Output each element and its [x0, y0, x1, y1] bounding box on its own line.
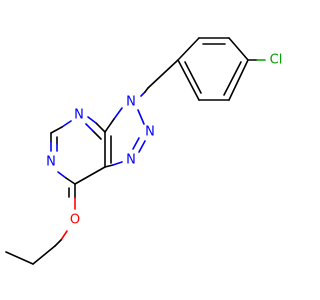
atom-n-triazole-8: N: [145, 125, 155, 140]
hetero-bonds: [50, 59, 266, 247]
bond-c4-c6: [74, 166, 106, 185]
atom-n-triazole-9: N: [126, 95, 136, 110]
bond-bz1-bz2: [177, 37, 200, 61]
bond-n9-ch2-b: [144, 87, 149, 93]
bond-ethyl-2: [5, 251, 34, 265]
molecule-canvas: N N N N N O Cl: [5, 37, 282, 265]
atom-n-pyrimidine-top: N: [74, 108, 84, 123]
bond-npyrleft-c6-a: [57, 171, 67, 179]
atom-o-ether: O: [70, 213, 80, 228]
bond-bz4-bz5: [228, 59, 249, 101]
bond-npyrleft-c6-b: [65, 177, 76, 185]
atom-n-triazole-7: N: [126, 153, 136, 168]
bond-benzyl: [147, 59, 179, 89]
bond-n9-ch2-a: [140, 91, 146, 97]
bond-bz3-bz4: [228, 37, 249, 61]
bond-npyrtop-c2-b: [50, 126, 63, 134]
bond-n9-c5-b: [104, 118, 115, 133]
bond-n9-c5-a: [113, 107, 123, 120]
bond-c4-n7-a: [104, 164, 114, 168]
bond-n8-n9: [137, 109, 145, 125]
molecule-structure: N N N N N O Cl: [5, 37, 282, 265]
bond-c4-n7-b: [112, 161, 123, 166]
atom-n-pyrimidine-left: N: [46, 155, 56, 170]
bond-c5-npyrtop-b: [87, 116, 97, 124]
bond-bz6-bz1-inner: [184, 61, 202, 94]
bond-c5-npyrtop-inner-a: [92, 130, 102, 140]
atom-labels: N N N N N O Cl: [46, 53, 282, 228]
bond-o-ethyl-b: [54, 239, 62, 247]
atom-cl: Cl: [270, 53, 283, 68]
bond-o-ethyl-a: [60, 230, 68, 241]
bond-c5-npyrtop-inner-b: [85, 123, 94, 132]
bond-bz4-bz5-inner: [223, 61, 242, 96]
bond-n7-n8-inner: [132, 137, 140, 150]
bond-n7-n8: [138, 140, 146, 153]
bond-ethyl-1: [32, 245, 56, 265]
bond-c5-npyrtop-a: [95, 122, 106, 133]
bond-npyrtop-c2-a: [61, 120, 72, 128]
bond-bz6-bz1: [177, 59, 200, 101]
carbon-bonds: [5, 37, 249, 265]
